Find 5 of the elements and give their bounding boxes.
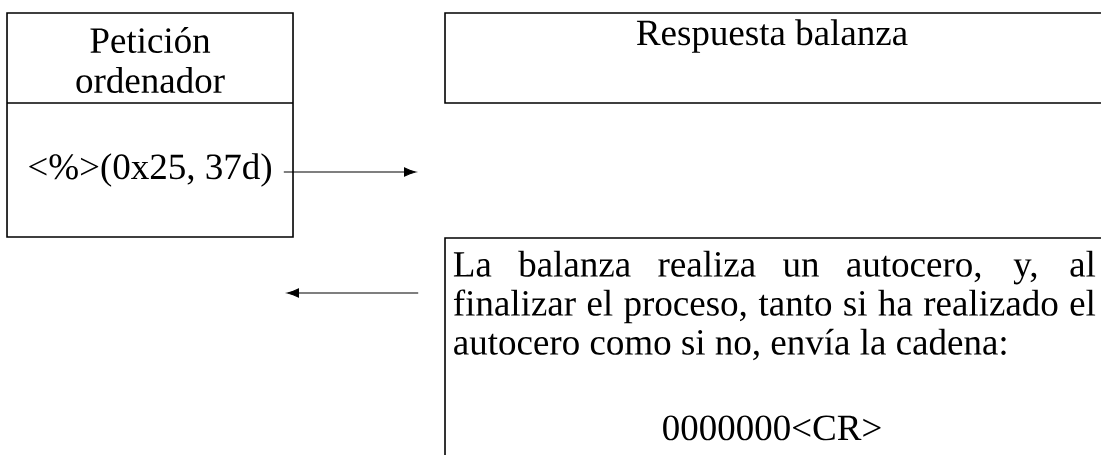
- arrow: [287, 288, 419, 298]
- response-box: La balanza realiza un autocero, y, al finalizar el proceso, tanto si ha realizado el autocero como si no, envía la cadena: 0000000<CR>: [444, 237, 1101, 455]
- arrow: [283, 167, 417, 177]
- header-box: Respuesta balanza: [444, 12, 1101, 104]
- table-box: Petición ordenador <%>(0x25, 37d): [6, 12, 294, 238]
